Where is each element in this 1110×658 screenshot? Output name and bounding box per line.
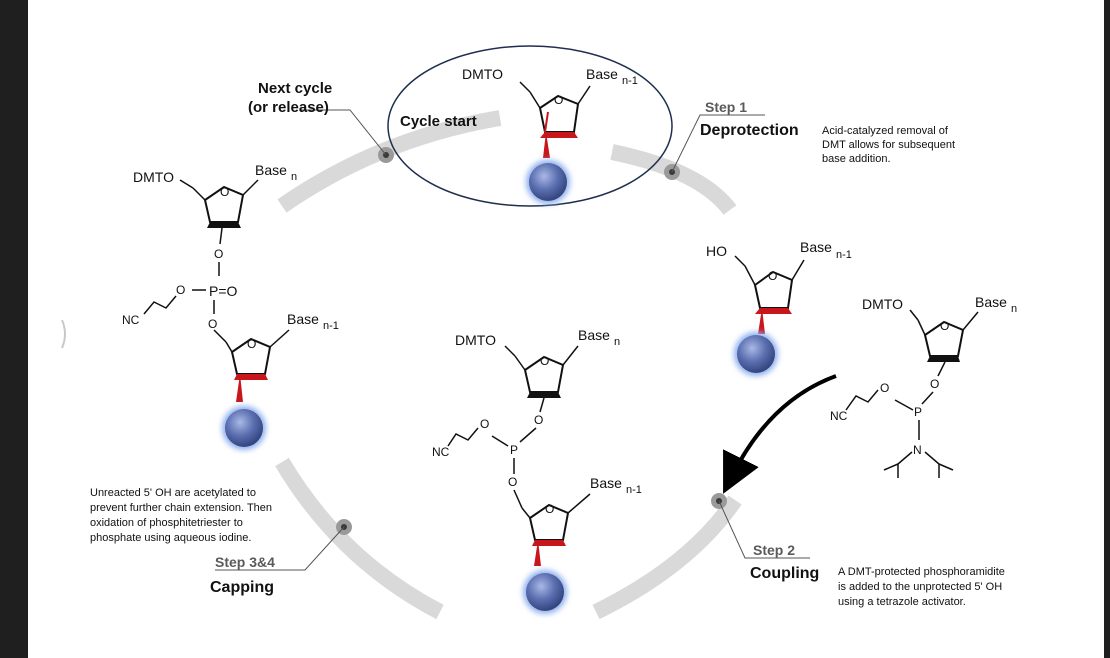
step1-name: Deprotection <box>700 122 799 139</box>
arc-top-right <box>610 144 737 216</box>
molecule-cycle-start: DMTO Base n-1 O <box>462 66 638 158</box>
svg-text:N: N <box>913 443 922 457</box>
svg-text:n-1: n-1 <box>836 249 852 261</box>
svg-text:Base: Base <box>800 239 832 255</box>
svg-text:NC: NC <box>830 409 848 423</box>
molecule-oxidized: DMTO Base n O O P=O O NC O Base n-1 O <box>122 162 339 402</box>
step-markers <box>336 147 727 535</box>
svg-text:Base: Base <box>287 311 319 327</box>
left-window-border <box>0 0 28 658</box>
molecule-phosphoramidite: DMTO Base n O O P O NC N <box>830 294 1017 478</box>
step34-desc-1: Unreacted 5' OH are acetylated to <box>90 487 256 499</box>
step1-desc-1: Acid-catalyzed removal of <box>822 125 949 137</box>
svg-text:DMTO: DMTO <box>462 66 503 82</box>
bead-coupled <box>523 570 567 614</box>
step2-desc-1: A DMT-protected phosphoramidite <box>838 566 1005 578</box>
bead-deprotected <box>734 332 778 376</box>
molecule-deprotected: HO Base n-1 O <box>706 239 852 334</box>
svg-text:DMTO: DMTO <box>862 296 903 312</box>
svg-text:P=O: P=O <box>209 283 238 299</box>
svg-text:Base: Base <box>578 327 610 343</box>
cycle-arcs <box>275 110 742 620</box>
step34-name: Capping <box>210 579 274 596</box>
next-cycle-label-1: Next cycle <box>258 80 332 97</box>
svg-text:n-1: n-1 <box>323 320 339 332</box>
svg-text:O: O <box>930 377 939 391</box>
next-cycle-label-2: (or release) <box>248 99 329 116</box>
svg-text:O: O <box>208 317 217 331</box>
step1-desc-3: base addition. <box>822 153 891 165</box>
cycle-start-label: Cycle start <box>400 113 477 130</box>
arc-bottom-right <box>592 495 742 620</box>
step2-desc-2: is added to the unprotected 5' OH <box>838 581 1002 593</box>
svg-text:Base: Base <box>586 66 618 82</box>
step1-number: Step 1 <box>705 99 747 115</box>
step34-desc-2: prevent further chain extension. Then <box>90 502 272 514</box>
svg-text:DMTO: DMTO <box>133 169 174 185</box>
svg-text:O: O <box>247 337 256 351</box>
leader-lines <box>215 109 810 571</box>
cycle-start-ellipse <box>387 45 673 207</box>
step2-desc-3: using a tetrazole activator. <box>838 596 966 608</box>
svg-text:O: O <box>940 319 949 333</box>
coupling-arrow <box>723 374 837 494</box>
svg-text:Base: Base <box>590 475 622 491</box>
step1-desc-2: DMT allows for subsequent <box>822 139 955 151</box>
svg-text:O: O <box>545 502 554 516</box>
svg-text:O: O <box>880 381 889 395</box>
step2-number: Step 2 <box>753 542 795 558</box>
svg-text:n: n <box>614 336 620 348</box>
bead-oxidized <box>222 406 266 450</box>
molecule-coupled: DMTO Base n O O P O NC O Base n-1 O <box>432 327 642 566</box>
svg-text:O: O <box>534 413 543 427</box>
step34-desc-3: oxidation of phosphitetriester to <box>90 517 243 529</box>
arc-top-left <box>277 110 502 213</box>
svg-text:O: O <box>480 417 489 431</box>
svg-text:n: n <box>291 171 297 183</box>
svg-text:O: O <box>214 247 223 261</box>
svg-text:DMTO: DMTO <box>455 332 496 348</box>
svg-text:O: O <box>540 354 549 368</box>
svg-text:Base: Base <box>255 162 287 178</box>
svg-text:P: P <box>914 405 922 419</box>
svg-text:O: O <box>554 93 563 107</box>
svg-text:n-1: n-1 <box>626 484 642 496</box>
step34-desc-4: phosphate using aqueous iodine. <box>90 532 251 544</box>
svg-text:n: n <box>1011 303 1017 315</box>
edge-mark <box>61 319 66 349</box>
svg-text:O: O <box>508 475 517 489</box>
arc-bottom-left <box>275 457 444 620</box>
bead-cycle-start <box>526 160 570 204</box>
svg-text:O: O <box>176 283 185 297</box>
right-window-border <box>1104 0 1110 658</box>
svg-text:O: O <box>768 269 777 283</box>
svg-text:HO: HO <box>706 243 727 259</box>
step2-name: Coupling <box>750 565 819 582</box>
svg-text:n-1: n-1 <box>622 75 638 87</box>
svg-text:NC: NC <box>122 313 140 327</box>
svg-text:NC: NC <box>432 445 450 459</box>
svg-text:O: O <box>220 185 229 199</box>
svg-text:P: P <box>510 443 518 457</box>
svg-text:Base: Base <box>975 294 1007 310</box>
step34-number: Step 3&4 <box>215 554 275 570</box>
